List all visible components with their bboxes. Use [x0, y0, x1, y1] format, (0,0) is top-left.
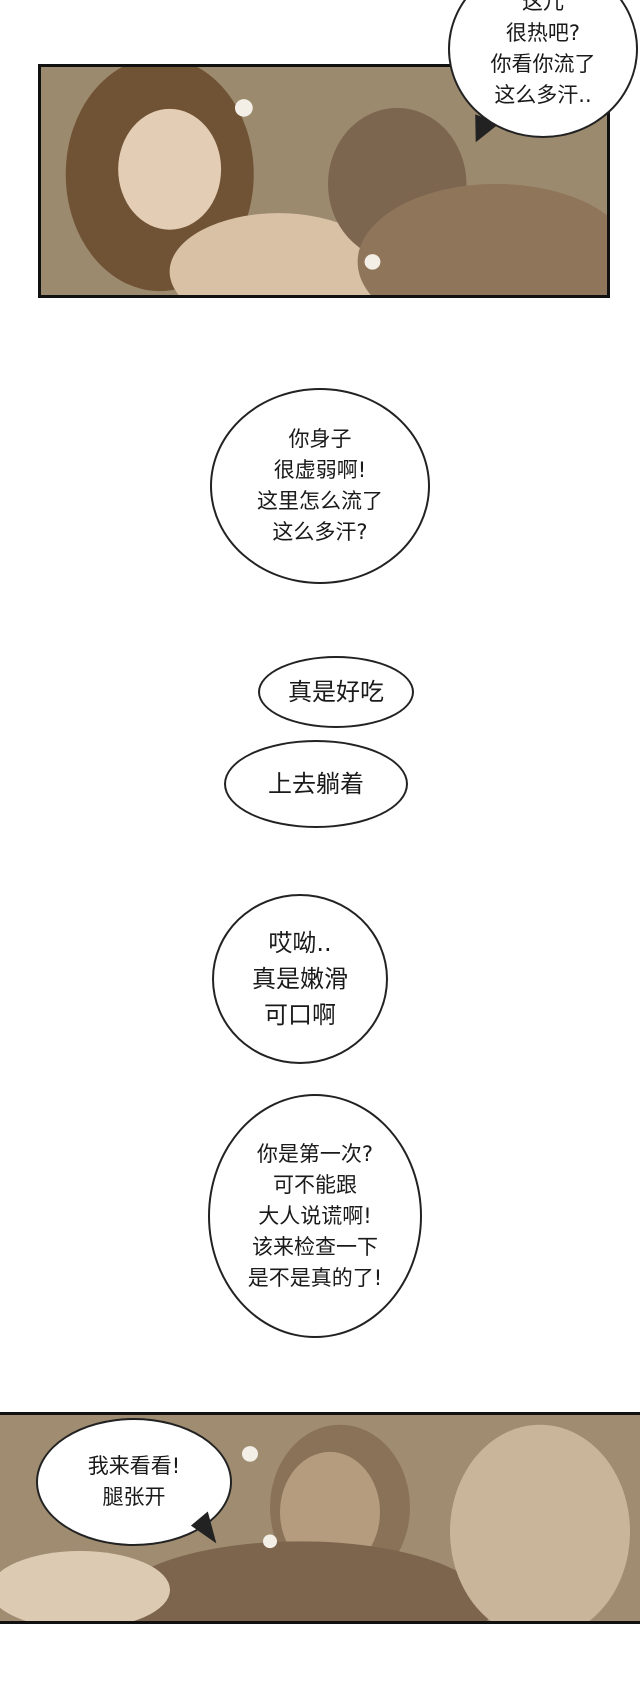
speech-bubble-6: 你是第一次? 可不能跟 大人说谎啊! 该来检查一下 是不是真的了!: [208, 1094, 422, 1338]
speech-bubble-3: 真是好吃: [258, 656, 414, 728]
speech-bubble-2: 你身子 很虚弱啊! 这里怎么流了 这么多汗?: [210, 388, 430, 584]
speech-bubble-bottom: 我来看看! 腿张开: [36, 1418, 232, 1546]
speech-bubble-5: 哎呦.. 真是嫩滑 可口啊: [212, 894, 388, 1064]
speech-bubble-4: 上去躺着: [224, 740, 408, 828]
panel-top-artwork: [41, 67, 607, 295]
